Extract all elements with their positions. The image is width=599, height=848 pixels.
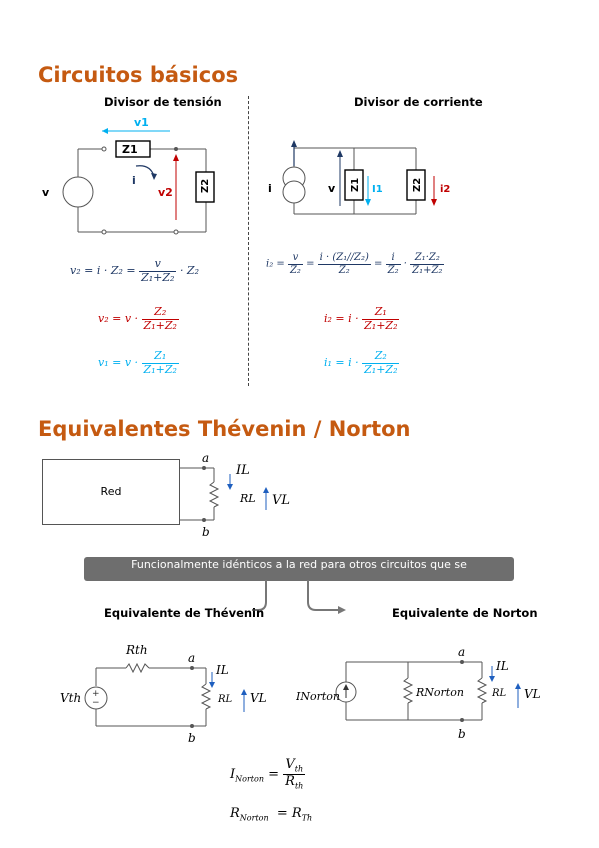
voltage-source-icon xyxy=(62,176,94,208)
red-box-label: Red xyxy=(100,485,122,498)
svg-text:+: + xyxy=(92,689,100,699)
label-z2: Z2 xyxy=(200,179,211,193)
section-divider xyxy=(248,96,249,386)
heading-divisor-tension: Divisor de tensión xyxy=(104,95,222,109)
label-rl-th: RL xyxy=(217,694,233,705)
label-vl: VL xyxy=(272,493,290,508)
voltage-divider-circuit: v1 Z1 Z2 v i v2 xyxy=(42,116,215,235)
label-inorton: INorton xyxy=(296,690,340,703)
label-vl-no: VL xyxy=(524,687,541,701)
label-v1: v1 xyxy=(134,116,149,129)
label-i-source: i xyxy=(268,182,272,195)
label-rl-no: RL xyxy=(491,688,507,699)
label-il: IL xyxy=(235,463,250,478)
label-v: v xyxy=(42,186,50,199)
current-divider-circuit: i v Z1 I1 Z2 i2 xyxy=(268,140,450,215)
node-b-no: b xyxy=(458,727,466,741)
red-network-box: Red xyxy=(42,459,180,525)
banner-arrows xyxy=(252,580,346,614)
node-a-no: a xyxy=(458,646,465,659)
label-rth: Rth xyxy=(125,643,148,657)
title-equivalentes: Equivalentes Thévenin / Norton xyxy=(38,417,411,441)
label-i: i xyxy=(132,174,136,187)
node-a: a xyxy=(202,452,209,465)
label-rl: RL xyxy=(239,492,256,505)
label-v2: v2 xyxy=(158,186,173,199)
heading-thevenin: Equivalente de Thévenin xyxy=(104,606,265,620)
label-vth: Vth xyxy=(60,691,81,705)
heading-norton: Equivalente de Norton xyxy=(392,606,538,620)
thevenin-circuit: + − Rth Vth a b IL RL VL xyxy=(60,643,267,745)
heading-divisor-corriente: Divisor de corriente xyxy=(354,95,483,109)
label-i2: i2 xyxy=(440,184,450,195)
label-il-no: IL xyxy=(495,659,509,673)
node-a-th: a xyxy=(188,651,195,665)
title-circuitos-basicos: Circuitos básicos xyxy=(38,63,239,87)
svg-text:−: − xyxy=(92,698,100,708)
label-z2-cd: Z2 xyxy=(412,178,423,192)
node-b-th: b xyxy=(188,731,196,745)
label-i1: I1 xyxy=(372,184,383,195)
node-b: b xyxy=(202,525,210,539)
label-v-cd: v xyxy=(328,182,336,195)
norton-circuit: INorton RNorton a b IL RL VL xyxy=(296,646,541,741)
formula-rnorton: RNorton = RTh xyxy=(230,806,313,823)
red-load-circuit: a b IL RL VL xyxy=(180,452,290,539)
banner-note: Funcionalmente idénticos a la red para o… xyxy=(84,557,514,581)
label-vl-th: VL xyxy=(250,691,267,705)
label-z1-cd: Z1 xyxy=(350,178,361,192)
label-rnorton: RNorton xyxy=(415,686,464,699)
label-il-th: IL xyxy=(215,663,229,677)
label-z1: Z1 xyxy=(122,143,138,156)
